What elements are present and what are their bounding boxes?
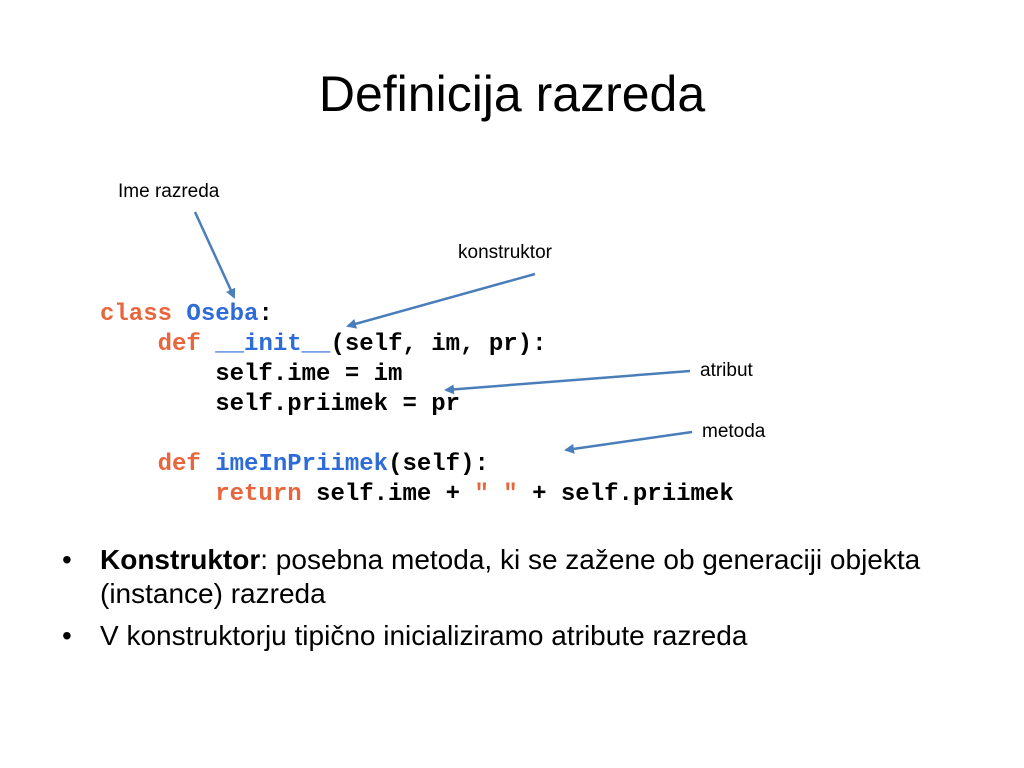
- annotation-method: metoda: [702, 421, 766, 442]
- code-method-name: imeInPriimek: [215, 451, 389, 478]
- code-punctuation: :: [258, 301, 273, 328]
- code-params: (self, im, pr):: [330, 331, 547, 358]
- bullet-item-init-attributes: • V konstruktorju tipično inicializiramo …: [60, 619, 980, 653]
- bullet-marker: •: [62, 620, 72, 651]
- code-statement: self.priimek = pr: [215, 391, 461, 418]
- arrow-to-class-name: [193, 211, 236, 299]
- code-line-attr-priimek: self.priimek = pr: [100, 390, 460, 420]
- code-line-return: return self.ime + " " + self.priimek: [100, 480, 734, 510]
- code-space: [172, 301, 186, 328]
- bullet-list: • Konstruktor: posebna metoda, ki se zaže…: [60, 543, 980, 661]
- code-expression: self.ime +: [301, 481, 475, 508]
- code-line-method: def imeInPriimek(self):: [100, 450, 489, 480]
- slide-title: Definicija razreda: [318, 66, 706, 122]
- code-indent: [100, 391, 215, 418]
- bullet-marker: •: [62, 544, 72, 575]
- code-space: [201, 331, 215, 358]
- code-keyword: return: [215, 481, 302, 508]
- annotation-constructor: konstruktor: [458, 242, 552, 263]
- code-indent: [100, 361, 215, 388]
- bullet-text: V konstruktorju tipično inicializiramo a…: [100, 620, 748, 651]
- code-line-init: def __init__(self, im, pr):: [100, 330, 547, 360]
- code-line-class: class Oseba:: [100, 300, 273, 330]
- code-constructor-name: __init__: [215, 331, 331, 358]
- code-params: (self):: [388, 451, 489, 478]
- bullet-bold-term: Konstruktor: [100, 544, 261, 575]
- bullet-text: : posebna metoda, ki se zažene ob genera…: [100, 544, 921, 609]
- code-string-literal: " ": [474, 481, 518, 508]
- code-space: [201, 451, 215, 478]
- bullet-item-constructor: • Konstruktor: posebna metoda, ki se zaže…: [60, 543, 980, 611]
- code-block: class Oseba: def __init__(self, im, pr):…: [100, 300, 880, 510]
- code-keyword: def: [157, 451, 201, 478]
- code-class-name: Oseba: [186, 301, 259, 328]
- annotation-class-name: Ime razreda: [118, 181, 220, 202]
- annotation-attribute: atribut: [700, 360, 753, 381]
- code-statement: self.ime = im: [215, 361, 403, 388]
- code-indent: [100, 481, 215, 508]
- code-indent: [100, 451, 158, 478]
- code-expression: + self.priimek: [517, 481, 734, 508]
- code-keyword: class: [100, 301, 173, 328]
- code-keyword: def: [157, 331, 201, 358]
- code-line-attr-ime: self.ime = im: [100, 360, 402, 390]
- code-indent: [100, 331, 158, 358]
